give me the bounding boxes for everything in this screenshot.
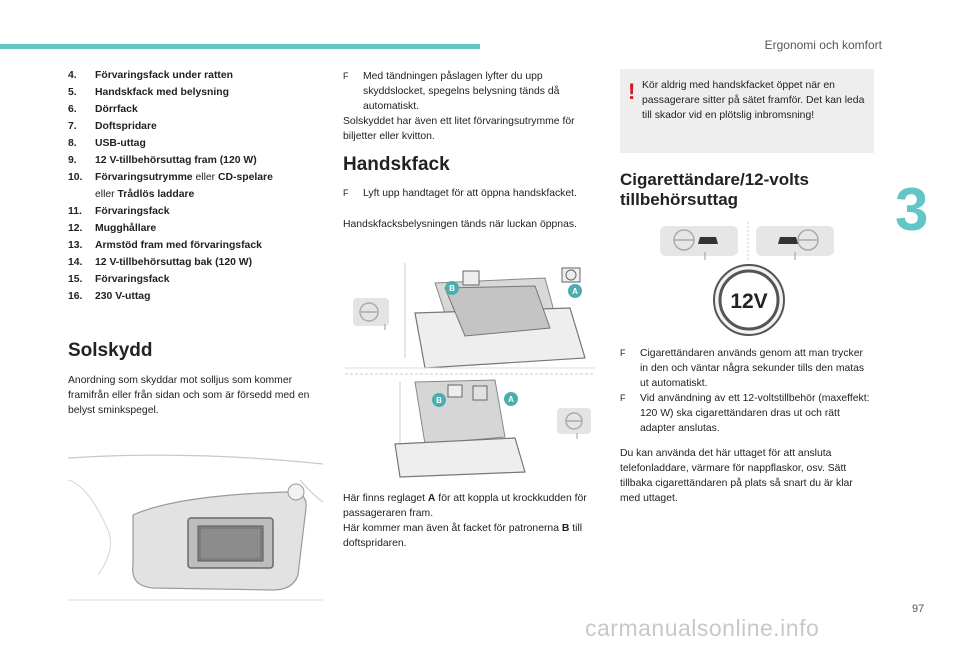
airbag-paragraph: Här finns reglaget A för att koppla ut k…: [343, 493, 587, 519]
visor-bullet: F Med tändningen påslagen lyfter du upp …: [343, 71, 560, 112]
cig-paragraph: Du kan använda det här uttaget för att a…: [620, 448, 853, 504]
list-item: 14.12 V-tillbehörsuttag bak (120 W): [68, 257, 253, 268]
list-item: 13.Armstöd fram med förvaringsfack: [68, 240, 262, 251]
socket-12v-label: 12V: [730, 290, 767, 313]
section-title: Ergonomi och komfort: [764, 38, 882, 52]
callout-a: A: [508, 395, 514, 404]
handskfack-heading: Handskfack: [343, 154, 450, 175]
glovebox-detail-illustration: B A: [345, 373, 595, 478]
handskfack-bullet: F Lyft upp handtaget för att öppna hands…: [343, 188, 577, 199]
list-item: 12.Mugghållare: [68, 223, 157, 234]
accent-bar: [0, 44, 480, 49]
list-item: 8.USB-uttag: [68, 138, 146, 149]
warning-box: ! Kör aldrig med handskfacket öppet när …: [620, 69, 874, 153]
callout-b: B: [436, 396, 442, 405]
warning-icon: !: [628, 79, 636, 104]
cig-bullet-1: F Cigarettändaren används genom att man …: [620, 348, 865, 389]
list-item: 7.Doftspridare: [68, 121, 157, 132]
handskfack-paragraph: Handskfacksbelysningen tänds när luckan …: [343, 219, 577, 230]
chapter-number: 3: [895, 176, 929, 243]
bullet-icon: F: [620, 348, 626, 358]
page-number: 97: [912, 603, 925, 615]
list-item: 16.230 V-uttag: [68, 291, 151, 302]
list-item: 4.Förvaringsfack under ratten: [68, 70, 234, 81]
list-item: 15.Förvaringsfack: [68, 274, 170, 285]
solskydd-heading: Solskydd: [68, 340, 153, 361]
component-list: 4.Förvaringsfack under ratten 5.Handskfa…: [68, 67, 318, 305]
watermark: carmanualsonline.info: [585, 615, 820, 641]
callout-b: B: [449, 284, 455, 293]
bullet-icon: F: [620, 393, 626, 403]
solskydd-text: Anordning som skyddar mot solljus som ko…: [68, 375, 310, 416]
list-item: 5.Handskfack med belysning: [68, 87, 229, 98]
socket-illustration: 12V: [660, 222, 834, 336]
glovebox-open-illustration: B A: [345, 263, 595, 369]
list-item: 9.12 V-tillbehörsuttag fram (120 W): [68, 155, 257, 166]
cig-bullet-2: F Vid användning av ett 12-voltstillbehö…: [620, 393, 870, 434]
warning-text: Kör aldrig med handskfacket öppet när en…: [642, 80, 865, 121]
callout-a: A: [572, 287, 578, 296]
list-item: 11.Förvaringsfack: [68, 206, 170, 217]
bullet-icon: F: [343, 71, 349, 81]
visor-paragraph: Solskyddet har även ett litet förvarings…: [343, 116, 575, 142]
fragrance-paragraph: Här kommer man även åt facket för patron…: [343, 523, 583, 549]
cigarette-lighter-heading: Cigarettändare/12-volts tillbehörsuttag: [620, 170, 809, 209]
sun-visor-illustration: [68, 454, 323, 601]
list-item: 6.Dörrfack: [68, 104, 138, 115]
bullet-icon: F: [343, 188, 349, 198]
